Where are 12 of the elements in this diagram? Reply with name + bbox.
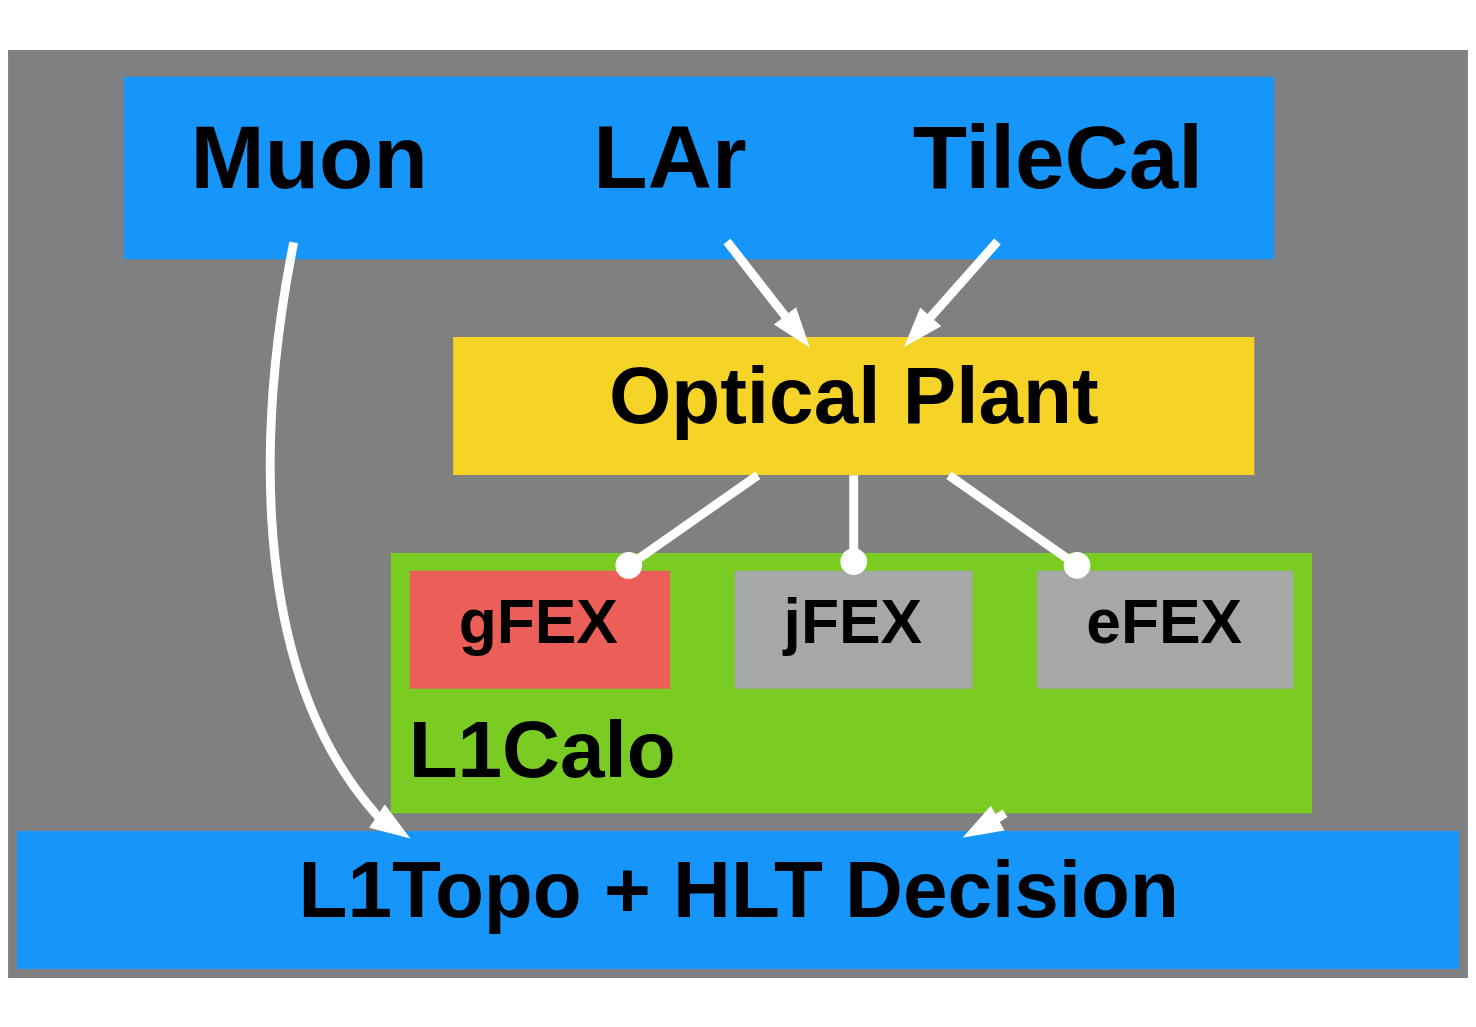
node-box: L1Topo + HLT Decision xyxy=(16,830,1460,969)
node-text: LAr xyxy=(593,106,747,207)
node-text: TileCal xyxy=(912,106,1203,207)
node-box: jFEX xyxy=(734,570,973,689)
node-box: Optical Plant xyxy=(453,336,1255,475)
cluster xyxy=(123,76,1275,259)
connector xyxy=(840,474,868,575)
node-text: Muon xyxy=(190,106,428,207)
node-box: gFEX xyxy=(409,570,671,689)
node-box: eFEX xyxy=(1037,570,1294,689)
connector xyxy=(615,471,761,579)
connector xyxy=(946,471,1091,579)
